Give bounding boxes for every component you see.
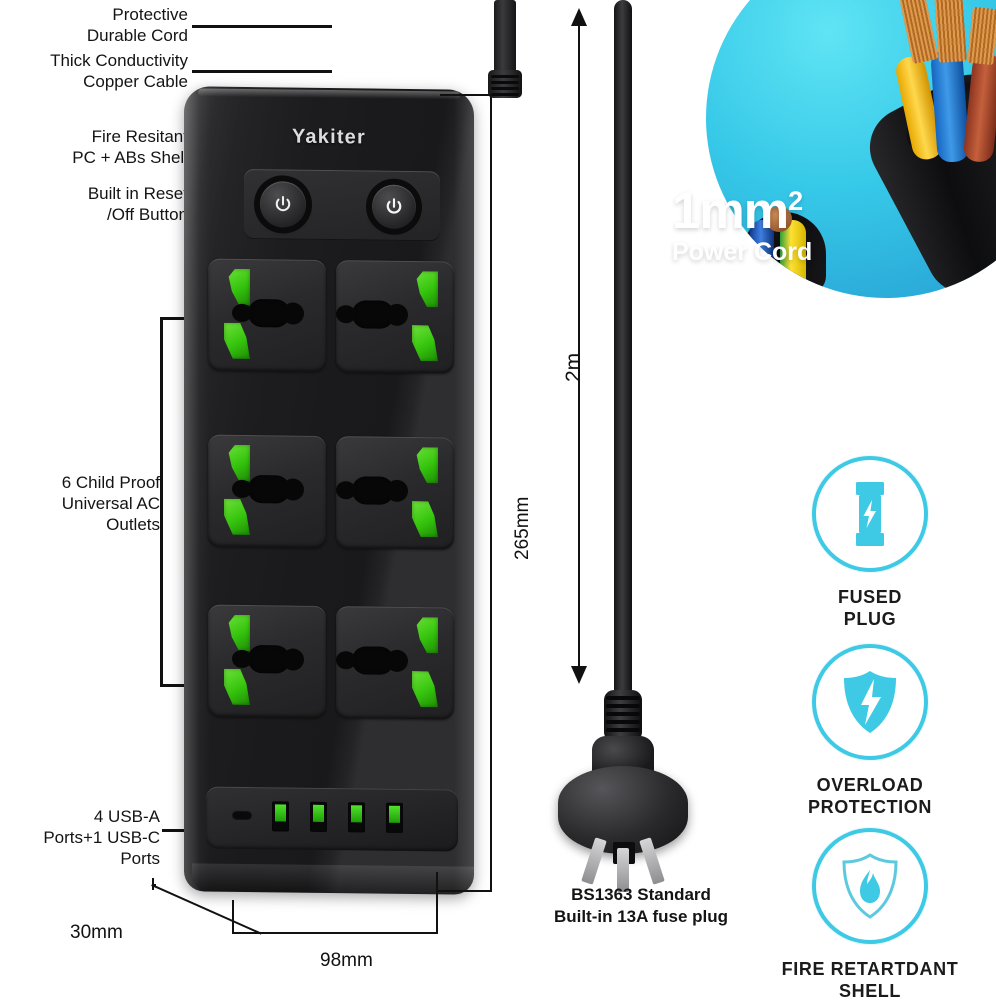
- ac-outlet: [208, 258, 326, 372]
- copper-strands-yellow: [899, 0, 939, 64]
- callout-reset-off-button: Built in Reset /Off Button: [87, 184, 188, 224]
- usb-a-port: [348, 802, 365, 833]
- feature-label: FUSED PLUG: [837, 587, 902, 629]
- leader-line-outlets-vertical: [160, 317, 163, 687]
- dimension-depth-label: 30mm: [70, 922, 123, 943]
- dimline-height-vertical: [490, 94, 492, 892]
- outlet-shutter: [412, 501, 438, 537]
- outlet-shutter: [412, 325, 438, 361]
- feature-fused-plug: FUSED PLUG: [752, 456, 988, 630]
- callout-protective-durable-cord: Protective Durable Cord: [86, 5, 188, 45]
- dimline-width-tick-right: [436, 872, 438, 934]
- outlet-shutter: [412, 671, 438, 707]
- conductor-brown: [962, 52, 996, 164]
- cord-length-line: [578, 22, 580, 682]
- usb-a-port: [272, 801, 289, 832]
- feature-icon-ring: [812, 456, 928, 572]
- plug-cable: [614, 0, 632, 700]
- callout-thick-copper-cable: Thick Conductivity Copper Cable: [50, 51, 188, 91]
- cross-section-conductor-brown: [766, 206, 792, 232]
- feature-label: FIRE RETARTDANT SHELL: [781, 959, 959, 1001]
- button-panel: [244, 168, 440, 242]
- hero-spec-subtitle: Power Cord: [672, 238, 813, 266]
- dimline-width: [232, 932, 438, 934]
- feature-label: OVERLOAD PROTECTION: [807, 775, 932, 817]
- outlet-shutter: [224, 615, 250, 651]
- dimline-height-top: [440, 94, 492, 96]
- plug-caption: BS1363 Standard Built-in 13A fuse plug: [553, 885, 729, 926]
- outlet-shutter: [412, 617, 438, 653]
- ac-outlet: [336, 436, 454, 550]
- outlet-shutter: [224, 499, 250, 535]
- outlet-socket-hole: [248, 299, 290, 328]
- hero-spec-superscript: 2: [788, 186, 803, 216]
- feature-icon-ring: [812, 644, 928, 760]
- outlet-socket-hole: [248, 645, 290, 674]
- power-strip-body: Yakiter: [184, 86, 474, 895]
- fuse-bolt-icon: [856, 482, 884, 546]
- strip-top-highlight: [198, 88, 460, 100]
- copper-strands-brown: [967, 6, 996, 66]
- copper-strands-blue: [933, 0, 967, 63]
- callout-fire-resistant-shell: Fire Resitant PC + ABs Shell: [72, 127, 188, 167]
- plug-strain-relief: [604, 690, 642, 742]
- usb-a-port: [386, 802, 403, 833]
- shield-flame-icon: [842, 853, 898, 919]
- usb-port-panel: [206, 786, 458, 852]
- dimline-depth-tick-top: [152, 878, 154, 890]
- callout-usb-ports: 4 USB-A Ports+1 USB-C Ports: [43, 807, 160, 868]
- dimension-width-label: 98mm: [320, 950, 373, 971]
- cross-section-conductor-blue: [750, 220, 774, 292]
- power-strip: Yakiter: [178, 0, 522, 898]
- usb-c-port: [232, 810, 252, 821]
- cord-strain-relief: [488, 70, 522, 98]
- outlet-row: [206, 434, 458, 557]
- outlet-row: [206, 604, 458, 727]
- outlet-shutter: [224, 445, 250, 481]
- leader-line-thick-copper-cable: [192, 70, 332, 73]
- cross-section-conductor-yellow-green: [780, 220, 806, 294]
- hero-spec-text: 1mm2 Power Cord: [672, 176, 882, 267]
- outlet-shutter: [412, 271, 438, 307]
- cord-length-arrow-up-icon: [571, 8, 587, 26]
- callout-child-proof-outlets: 6 Child Proof Universal AC Outlets: [61, 473, 160, 534]
- ac-outlet: [336, 260, 454, 374]
- outlet-shutter: [224, 269, 250, 305]
- outlet-socket-hole: [352, 300, 394, 329]
- outlet-socket-hole: [352, 646, 394, 675]
- cord-length-arrow-down-icon: [571, 666, 587, 684]
- usb-a-port: [310, 801, 327, 832]
- hero-spec-value: 1mm2: [672, 176, 882, 236]
- outlet-shutter: [224, 669, 250, 705]
- hero-spec-number: 1mm: [672, 182, 789, 239]
- outlet-shutter: [224, 323, 250, 359]
- power-switch-button[interactable]: [372, 184, 416, 230]
- outlet-row: [206, 258, 458, 381]
- leader-line-protective-durable-cord: [192, 25, 332, 28]
- brand-logo: Yakiter: [291, 125, 366, 149]
- ac-outlet: [208, 604, 326, 718]
- outlet-socket-hole: [352, 476, 394, 505]
- ac-outlet: [336, 606, 454, 720]
- outlet-socket-hole: [248, 475, 290, 504]
- cord-length-label: 2m: [562, 352, 585, 382]
- dimline-height-bottom: [436, 890, 492, 892]
- power-cord-top: [494, 0, 516, 90]
- outlet-shutter: [412, 447, 438, 483]
- power-icon: [275, 195, 291, 212]
- dimension-height-label: 265mm: [512, 496, 533, 560]
- feature-fire-retardant-shell: FIRE RETARTDANT SHELL: [752, 828, 988, 1002]
- power-icon: [386, 198, 402, 214]
- reset-off-button[interactable]: [260, 181, 306, 228]
- feature-icon-ring: [812, 828, 928, 944]
- strip-bottom-edge: [192, 863, 474, 895]
- feature-overload-protection: OVERLOAD PROTECTION: [752, 644, 988, 818]
- shield-bolt-icon: [844, 671, 896, 733]
- plug-pin-earth: [617, 848, 629, 892]
- dimline-width-tick-left: [232, 900, 234, 934]
- power-cord-hero-graphic: [706, 0, 996, 298]
- ac-outlet: [208, 434, 326, 548]
- plug-body: [558, 766, 688, 854]
- dimline-depth-2: [152, 884, 156, 886]
